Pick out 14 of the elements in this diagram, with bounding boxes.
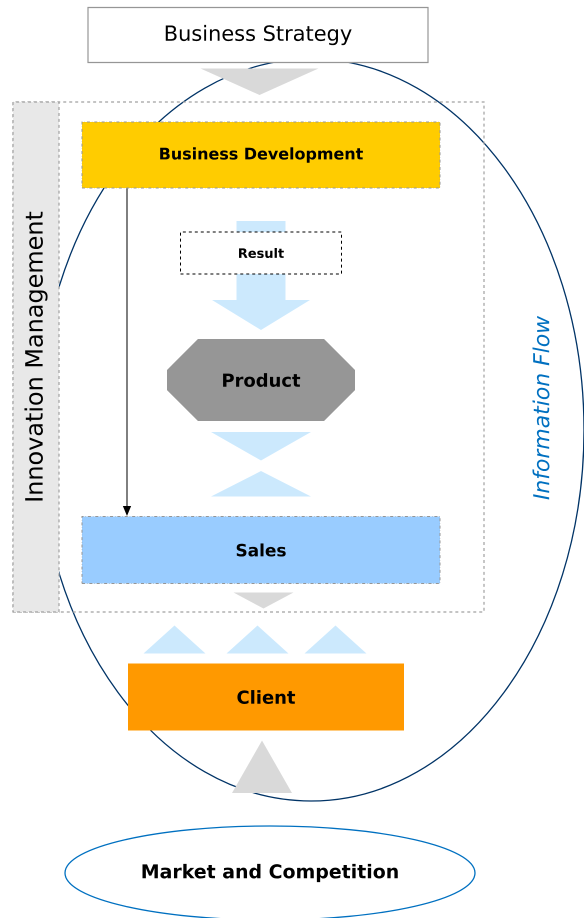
block-arrow <box>232 740 292 793</box>
process-box: Sales <box>82 516 440 584</box>
client-box: Client <box>128 664 404 730</box>
strategy-box: Business Strategy <box>87 6 429 64</box>
block-arrow <box>234 592 294 608</box>
block-arrow <box>144 626 366 654</box>
block-arrow <box>211 432 311 460</box>
product-octagon: Product <box>167 339 355 421</box>
result-label: Result <box>180 232 342 274</box>
heading-band: Innovation Management <box>12 101 60 613</box>
process-box: Business Development <box>82 122 440 188</box>
flow-label: Information Flow <box>532 316 550 500</box>
block-arrow <box>211 471 311 496</box>
block-arrow <box>200 68 318 95</box>
